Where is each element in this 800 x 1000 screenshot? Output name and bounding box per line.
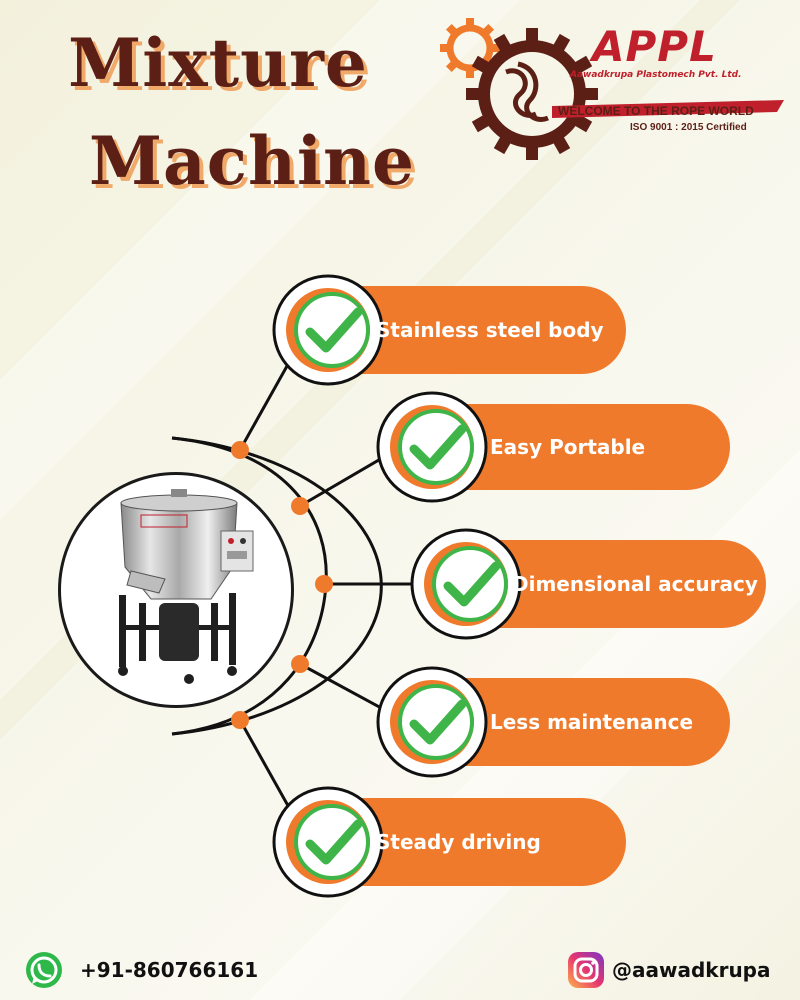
feature-pill-4 [376, 666, 730, 778]
large-gear-icon [466, 28, 598, 160]
company-logo [440, 18, 784, 160]
check-icon [305, 307, 363, 353]
check-icon [305, 819, 363, 865]
whatsapp-icon [26, 952, 62, 988]
feature-label-4: Less maintenance [490, 710, 694, 734]
check-icon [443, 561, 501, 607]
feature-label-3: Dimensional accuracy [512, 572, 758, 596]
feature-pill-3 [410, 528, 766, 640]
page-title-line1: Mixture [68, 24, 368, 102]
feature-label-5: Steady driving [376, 830, 541, 854]
machine-image [58, 472, 294, 708]
logo-certification: ISO 9001 : 2015 Certified [630, 122, 747, 133]
page-title-line2: Machine [88, 122, 416, 200]
connector-5 [238, 719, 298, 821]
contact-instagram[interactable]: @aawadkrupa [612, 958, 771, 982]
logo-tagline: WELCOME TO THE ROPE WORLD [558, 104, 754, 118]
feature-pill-5 [272, 786, 626, 898]
node-dot [291, 497, 309, 515]
feature-pill-1 [272, 274, 626, 386]
feature-label-1: Stainless steel body [376, 318, 604, 342]
node-dot [231, 711, 249, 729]
feature-label-2: Easy Portable [490, 435, 646, 459]
check-icon [409, 699, 467, 745]
logo-company-name: Aawadkrupa Plastomech Pvt. Ltd. [570, 70, 742, 80]
feature-pill-2 [376, 391, 730, 503]
node-dot [231, 441, 249, 459]
instagram-icon [568, 952, 604, 988]
check-icon [409, 424, 467, 470]
connector-arc [171, 436, 383, 736]
node-dot [291, 655, 309, 673]
logo-brand: APPL [592, 22, 717, 71]
node-dot [315, 575, 333, 593]
contact-phone[interactable]: +91-860766161 [80, 958, 259, 982]
